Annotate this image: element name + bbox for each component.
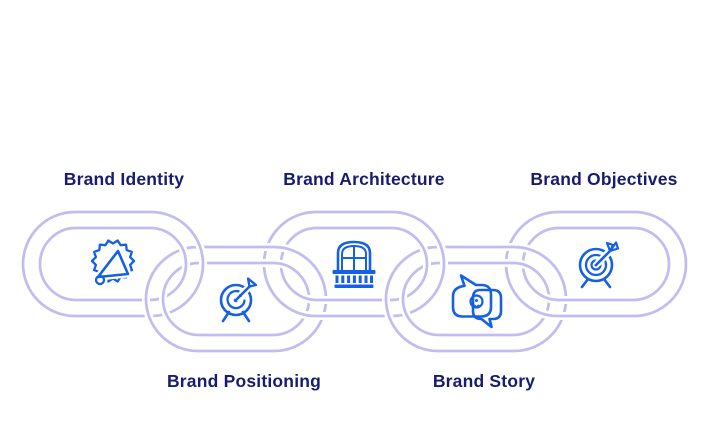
target-arrow-icon: [219, 277, 258, 323]
megaphone-badge-icon: [90, 239, 136, 288]
label-brand-architecture: Brand Architecture: [283, 169, 445, 189]
speech-bubbles-bulb-icon: [451, 274, 503, 329]
label-brand-positioning: Brand Positioning: [166, 371, 322, 391]
chain-link-identity: [21, 210, 205, 318]
link-icons: [90, 239, 620, 329]
chain-link-story: [384, 245, 568, 353]
dartboard-arrow-icon: [578, 241, 620, 289]
label-brand-story: Brand Story: [432, 371, 536, 391]
label-brand-identity: Brand Identity: [63, 169, 185, 189]
balcony-window-icon: [332, 240, 376, 288]
label-brand-objectives: Brand Objectives: [530, 169, 678, 189]
